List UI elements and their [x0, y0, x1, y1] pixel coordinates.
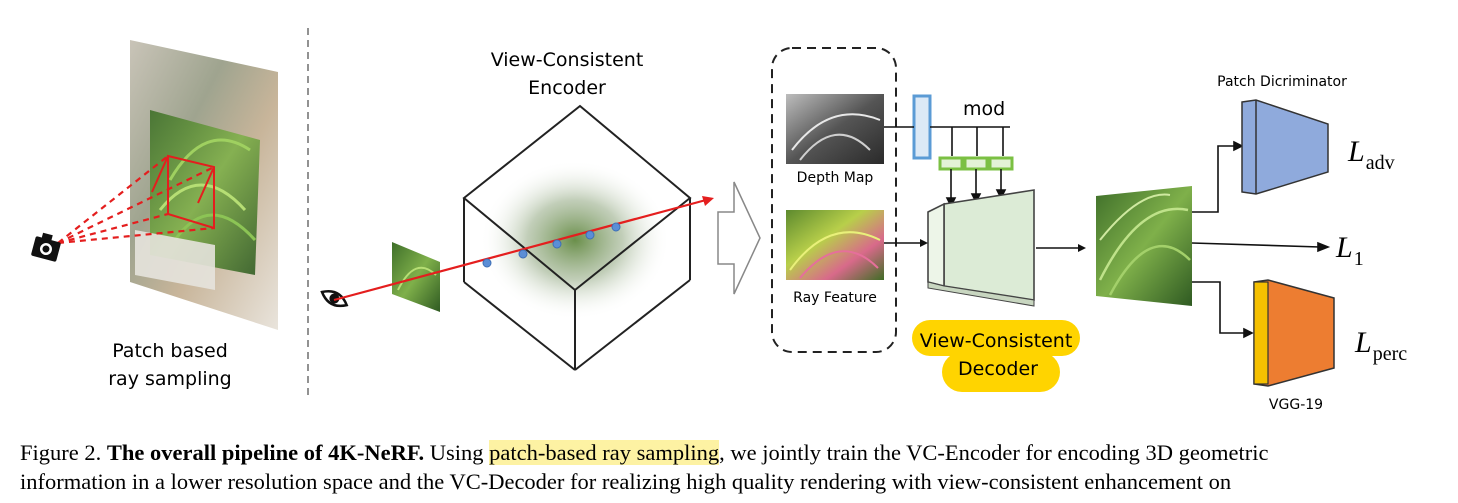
encoder-title-line2: Encoder	[528, 77, 606, 99]
patch-discriminator-label: Patch Dicriminator	[1217, 74, 1347, 90]
decoder-label-badge	[912, 320, 1080, 392]
vgg-label: VGG-19	[1269, 397, 1323, 413]
encoder-title-line1: View-Consistent	[491, 49, 644, 71]
sample-point	[518, 249, 528, 259]
caption-figure-number: Figure 2.	[20, 440, 102, 465]
sample-points	[482, 222, 621, 268]
mod-wiring	[930, 126, 1010, 156]
patch-sampling-label-line1: Patch based	[112, 340, 228, 362]
feature-group-box	[771, 47, 897, 353]
feature-vector-bar	[912, 94, 932, 160]
caption-line-2: information in a lower resolution space …	[20, 469, 1232, 494]
output-image	[1096, 186, 1192, 306]
hollow-arrow	[717, 181, 761, 295]
sampling-rays	[57, 155, 215, 245]
ray-feature-label: Ray Feature	[793, 290, 877, 306]
decoder-label-line2: Decoder	[958, 358, 1038, 380]
decoder-output-arrow	[1036, 244, 1086, 252]
sample-point	[611, 222, 621, 232]
mod-label: mod	[963, 98, 1005, 120]
vgg-block	[1253, 279, 1335, 387]
depth-map-label: Depth Map	[797, 170, 874, 186]
depth-map-image	[786, 94, 884, 164]
sample-point	[482, 258, 492, 268]
ray-feature-image	[786, 210, 884, 280]
sample-point	[585, 230, 595, 240]
caption-line-1: Figure 2. The overall pipeline of 4K-NeR…	[20, 438, 1440, 467]
caption-highlight: patch-based ray sampling	[489, 440, 720, 465]
caption-text-after: , we jointly train the VC-Encoder for en…	[719, 440, 1269, 465]
patch-sampling-label-line2: ray sampling	[108, 368, 232, 390]
sample-point	[552, 239, 562, 249]
decoder-block	[927, 189, 1035, 307]
mod-vector	[963, 156, 989, 171]
loss-l1-label: L1	[1335, 231, 1364, 270]
caption-title: The overall pipeline of 4K-NeRF.	[106, 440, 425, 465]
mod-arrows	[945, 169, 1007, 208]
decoder-label-line1: View-Consistent	[920, 330, 1073, 352]
loss-perc-label: Lperc	[1354, 326, 1407, 365]
caption-text-before: Using	[429, 440, 484, 465]
loss-branches	[1191, 140, 1331, 339]
mod-vector	[988, 156, 1014, 171]
mod-vectors	[938, 156, 1014, 171]
loss-adv-label: Ladv	[1347, 135, 1395, 174]
figure-caption: Figure 2. The overall pipeline of 4K-NeR…	[20, 438, 1440, 496]
eye-icon	[320, 290, 349, 308]
camera-icon	[31, 232, 61, 262]
ray-feature-arrow	[884, 239, 928, 247]
encoder-cube	[462, 104, 692, 371]
scene-image	[130, 40, 278, 330]
mod-vector	[938, 156, 964, 171]
patch-discriminator-block	[1241, 99, 1329, 195]
ray	[333, 196, 714, 302]
